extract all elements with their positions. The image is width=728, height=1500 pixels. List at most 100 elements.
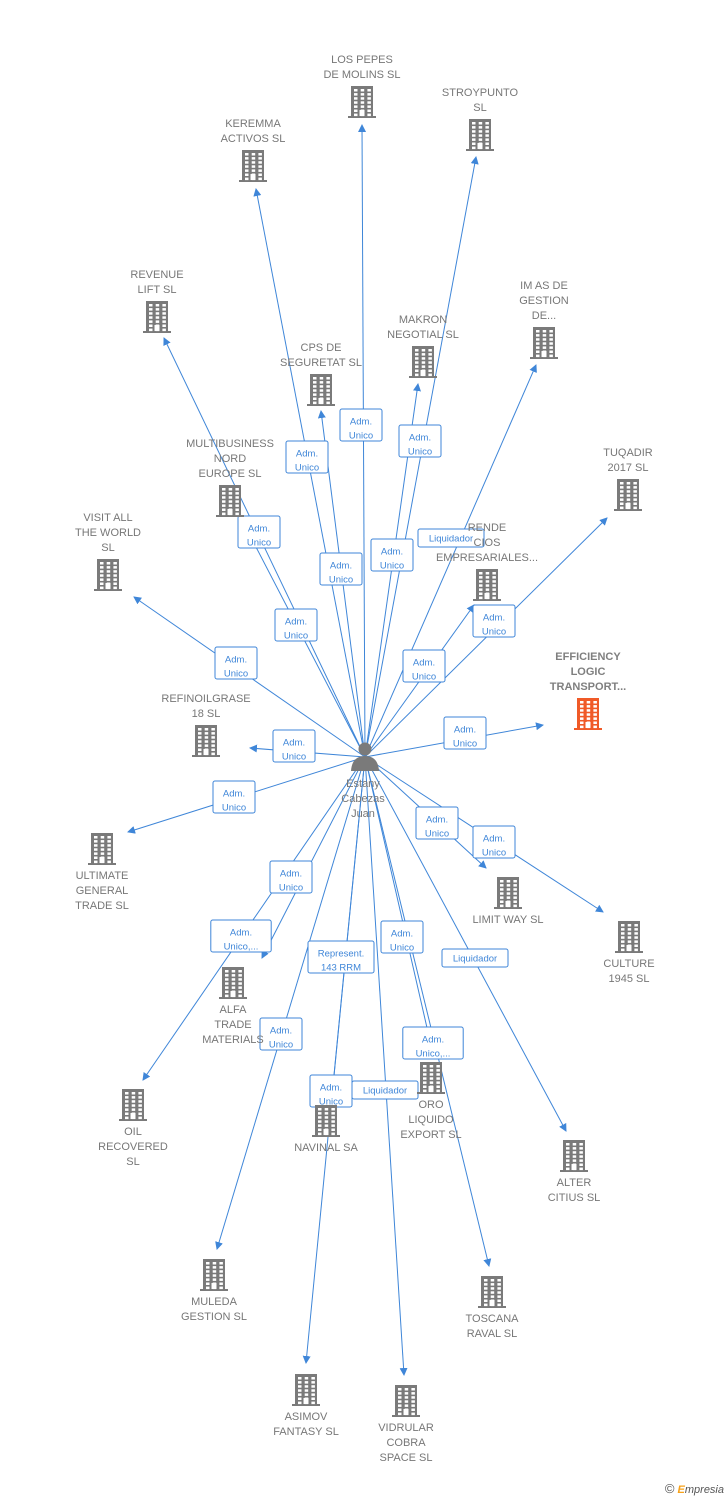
company-node-rende[interactable]: RENDECIOSEMPRESARIALES... xyxy=(436,522,538,601)
building-icon xyxy=(473,569,501,601)
company-name: GESTION SL xyxy=(181,1311,247,1323)
company-name: DE... xyxy=(532,310,556,322)
edge-label-text: Adm. xyxy=(280,869,302,880)
edge-label-asimov[interactable]: Adm.Unico xyxy=(309,1074,353,1108)
edge-label-rende[interactable]: Adm.Unico xyxy=(402,649,446,683)
edge-label-revenue[interactable]: Adm.Unico xyxy=(237,515,281,549)
building-icon xyxy=(560,1140,588,1172)
edge-label-lospepes[interactable]: Adm.Unico xyxy=(339,408,383,442)
edge-label-text: Unico xyxy=(279,883,303,894)
building-icon xyxy=(143,301,171,333)
edge-label-stroypunto[interactable]: Adm.Unico xyxy=(398,424,442,458)
company-node-imas[interactable]: IM AS DEGESTIONDE... xyxy=(519,280,569,359)
building-icon xyxy=(615,921,643,953)
edge-label-text: Liquidador xyxy=(363,1086,407,1097)
edge-label-box xyxy=(472,825,516,859)
edge-label-oil[interactable]: Adm.Unico,... xyxy=(210,919,272,953)
edge-label-text: Unico xyxy=(380,561,404,572)
company-name: STROYPUNTO xyxy=(442,87,519,99)
edge-label-text: Adm. xyxy=(283,738,305,749)
company-node-limitway[interactable]: LIMIT WAY SL xyxy=(472,877,544,926)
edge-label-box xyxy=(415,806,459,840)
edge-label-text: Adm. xyxy=(230,928,252,939)
person-name: Juan xyxy=(351,808,375,820)
edge-label-box xyxy=(380,920,424,954)
edge-label-box xyxy=(339,408,383,442)
edge-label-text: Adm. xyxy=(483,834,505,845)
edge-label-vidrular[interactable]: Liquidador xyxy=(351,1080,419,1100)
edge-label-box xyxy=(210,919,272,953)
edge-label-oro[interactable]: Adm.Unico xyxy=(380,920,424,954)
copyright-symbol: © xyxy=(664,1481,675,1496)
company-name: SPACE SL xyxy=(380,1452,433,1464)
company-name: SL xyxy=(101,542,114,554)
company-name: ACTIVOS SL xyxy=(221,133,286,145)
edge-label-keremma[interactable]: Adm.Unico xyxy=(285,440,329,474)
company-name: RECOVERED xyxy=(98,1141,168,1153)
edge-vidrular xyxy=(364,756,408,1376)
edge-label-text: Unico xyxy=(349,431,373,442)
edge-label-efficiency[interactable]: Adm.Unico xyxy=(443,716,487,750)
company-name: KEREMMA xyxy=(225,118,281,130)
company-name: NORD xyxy=(214,453,246,465)
edge-label-multibusiness[interactable]: Adm.Unico xyxy=(274,608,318,642)
edge-label-imas[interactable]: Liquidador xyxy=(417,528,485,548)
company-node-navinal[interactable]: NAVINAL SA xyxy=(294,1105,358,1154)
company-name: MULTIBUSINESS xyxy=(186,438,274,450)
building-icon xyxy=(392,1385,420,1417)
edge-label-cps[interactable]: Adm.Unico xyxy=(319,552,363,586)
edge-label-toscana[interactable]: Adm.Unico,... xyxy=(402,1026,464,1060)
edge-label-alfa[interactable]: Adm. Unico xyxy=(269,860,313,894)
edge-label-box xyxy=(269,860,313,894)
company-name: NAVINAL SA xyxy=(294,1142,358,1154)
building-icon xyxy=(312,1105,340,1137)
edge-label-muleda[interactable]: Adm.Unico xyxy=(259,1017,303,1051)
company-name: EXPORT SL xyxy=(400,1129,461,1141)
edge-label-alter[interactable]: Liquidador xyxy=(441,948,509,968)
edge-label-text: Unico xyxy=(222,803,246,814)
edge-label-text: Represent. xyxy=(318,949,364,960)
edge-label-box xyxy=(214,646,258,680)
building-icon xyxy=(219,967,247,999)
edge-label-makron[interactable]: Adm. Unico xyxy=(370,538,414,572)
edge-label-navinal[interactable]: Represent.143 RRM xyxy=(307,940,375,974)
building-icon xyxy=(216,485,244,517)
company-node-efficiency[interactable]: EFFICIENCYLOGICTRANSPORT... xyxy=(550,651,626,730)
edge-label-ultimate[interactable]: Adm.Unico xyxy=(212,780,256,814)
company-name: REFINOILGRASE xyxy=(161,693,250,705)
edge-label-limitway[interactable]: Adm.Unico xyxy=(415,806,459,840)
edge-label-visitall[interactable]: Adm.Unico xyxy=(214,646,258,680)
company-name: CPS DE xyxy=(301,342,342,354)
edge-label-tuqadir[interactable]: Adm.Unico xyxy=(472,604,516,638)
building-icon xyxy=(94,559,122,591)
edge-label-text: Unico xyxy=(329,575,353,586)
edge-label-culture[interactable]: Adm.Unico xyxy=(472,825,516,859)
company-name: TRANSPORT... xyxy=(550,681,626,693)
edge-label-text: Adm. xyxy=(381,547,403,558)
company-node-keremma[interactable]: KEREMMA ACTIVOS SL xyxy=(221,118,286,182)
brand-logo: Empresia xyxy=(677,1484,724,1496)
edge-label-refinoil[interactable]: Adm.Unico xyxy=(272,729,316,763)
person-name: Estany xyxy=(346,778,380,790)
